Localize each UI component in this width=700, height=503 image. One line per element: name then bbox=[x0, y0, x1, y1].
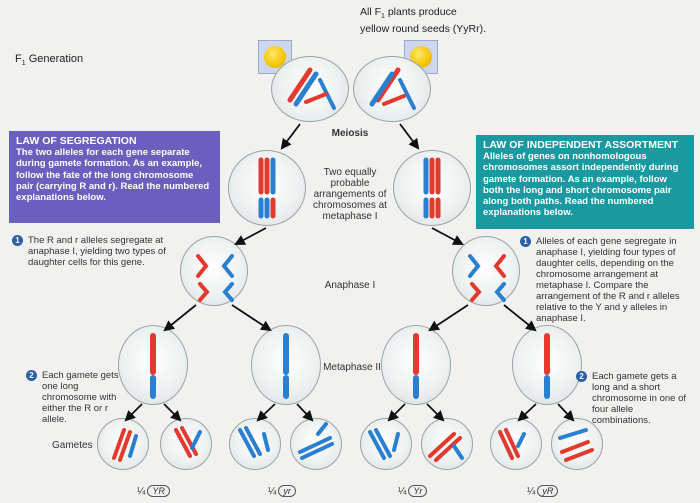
step-2-badge: 2 bbox=[26, 370, 37, 381]
note-2-right: 2 Each gamete gets a long and a short ch… bbox=[576, 371, 690, 426]
step-2-badge: 2 bbox=[576, 371, 587, 382]
parent-cell-left bbox=[271, 56, 349, 122]
gamete-cell bbox=[490, 418, 542, 470]
metaphase1-label: Two equally probable arrangements of chr… bbox=[313, 167, 387, 222]
segregation-title: LAW OF SEGREGATION bbox=[16, 135, 137, 147]
parent-cell-right bbox=[353, 56, 431, 122]
law-of-segregation-box: LAW OF SEGREGATION The two alleles for e… bbox=[9, 131, 220, 223]
anaphase1-cell-left bbox=[180, 236, 248, 306]
anaphase1-label: Anaphase I bbox=[324, 280, 376, 291]
generation-label: F1 Generation bbox=[15, 53, 84, 68]
law-of-independent-assortment-box: LAW OF INDEPENDENT ASSORTMENT Alleles of… bbox=[476, 135, 694, 229]
top-note: All F1 plants produce yellow round seeds… bbox=[360, 6, 487, 36]
gamete-cell bbox=[551, 418, 603, 470]
arrows bbox=[124, 123, 575, 422]
assortment-body: Alleles of genes on nonhomologous chromo… bbox=[483, 151, 679, 219]
gamete-cell bbox=[421, 418, 473, 470]
note-1-right: 1 Alleles of each gene segregate in anap… bbox=[520, 236, 696, 324]
metaphase2-label: Metaphase II bbox=[323, 362, 381, 373]
step-1-badge: 1 bbox=[12, 235, 23, 246]
meiosis-label: Meiosis bbox=[331, 128, 369, 139]
gamete-cell bbox=[360, 418, 412, 470]
segregation-body: The two alleles for each gene separate d… bbox=[16, 147, 210, 204]
gametes-label: Gametes bbox=[52, 440, 93, 451]
chromosomes bbox=[112, 67, 594, 462]
assortment-title: LAW OF INDEPENDENT ASSORTMENT bbox=[483, 139, 679, 151]
step-1-badge: 1 bbox=[520, 236, 531, 247]
note-2-left: 2 Each gamete gets one long chromosome w… bbox=[26, 370, 120, 425]
gamete-cell bbox=[160, 418, 212, 470]
gamete-cell bbox=[97, 418, 149, 470]
anaphase1-cell-right bbox=[452, 236, 520, 306]
note-1-left: 1 The R and r alleles segregate at anaph… bbox=[12, 235, 176, 268]
